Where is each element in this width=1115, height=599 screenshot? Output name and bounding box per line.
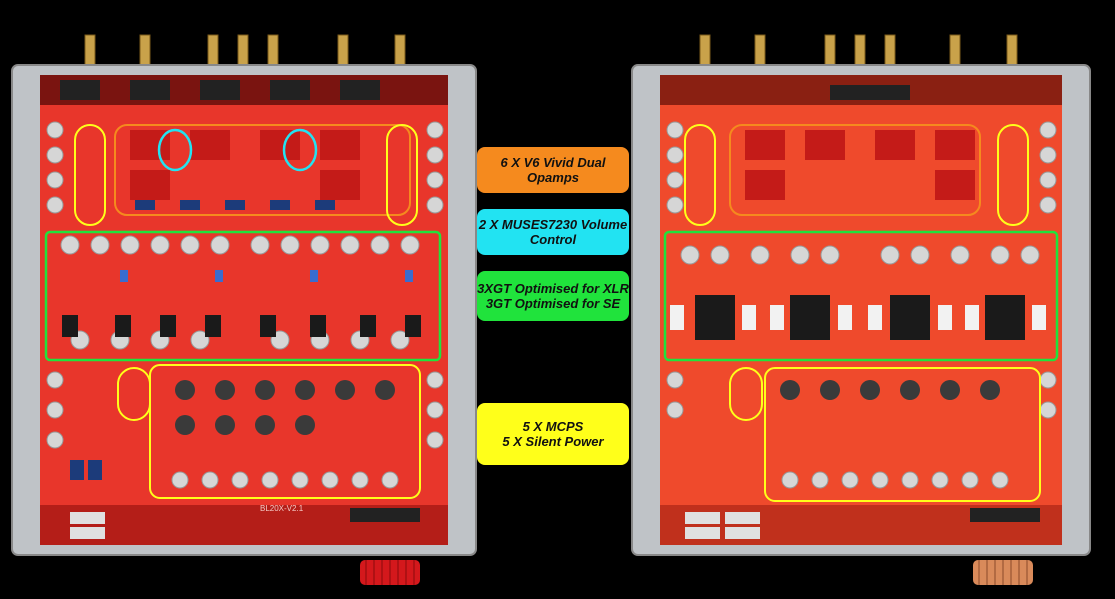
left-amplifier-unit: BL20X-V2.1: [10, 30, 480, 590]
gain-stage-label: 3XGT Optimised for XLR 3GT Optimised for…: [477, 271, 629, 321]
right-amplifier-photo: [631, 34, 1091, 585]
left-amplifier-photo: BL20X-V2.1: [11, 34, 477, 585]
power-supply-label: 5 X MCPS 5 X Silent Power: [477, 403, 629, 465]
volume-control-label: 2 X MUSES7230 Volume Control: [477, 209, 629, 255]
right-amplifier-unit: [630, 30, 1095, 590]
opamps-label: 6 X V6 Vivid Dual Opamps: [477, 147, 629, 193]
left-board-id: BL20X-V2.1: [260, 504, 304, 513]
